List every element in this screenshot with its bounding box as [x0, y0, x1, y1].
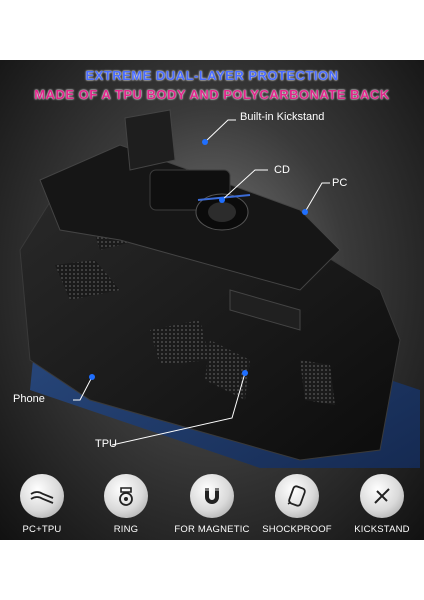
callout-kickstand: Built-in Kickstand: [240, 111, 325, 123]
feature-label: FOR MAGNETIC: [174, 524, 250, 535]
feature-label: KICKSTAND: [354, 524, 410, 535]
headline-line-2: MADE OF A TPU BODY AND POLYCARBONATE BAC…: [34, 87, 390, 102]
feature-magnetic: FOR MAGNETIC: [170, 474, 254, 535]
callout-lines: [73, 119, 330, 446]
callout-cd: CD: [274, 164, 290, 176]
feature-label: RING: [113, 524, 139, 535]
feature-ring: RING: [84, 474, 168, 535]
callout-pc: PC: [332, 177, 348, 189]
magnet-icon: [190, 474, 234, 518]
pc-plate: [39, 109, 341, 331]
callout-dots: [89, 139, 308, 380]
feature-label: PC+TPU: [22, 524, 62, 535]
callout-tpu: TPU: [95, 438, 117, 450]
feature-shockproof: SHOCKPROOF: [255, 474, 339, 535]
feature-kickstand: KICKSTAND: [340, 474, 424, 535]
headline-line-1: EXTREME DUAL-LAYER PROTECTION: [85, 68, 339, 83]
feature-icons-row: PC+TPU RING FOR MAGNETIC: [0, 468, 424, 540]
shockproof-phone-icon: [275, 474, 319, 518]
cd-ring: [195, 193, 251, 231]
ring-icon: [104, 474, 148, 518]
feature-pc-tpu: PC+TPU: [0, 474, 84, 535]
phone-case-exploded-illustration: [19, 109, 420, 468]
feature-label: SHOCKPROOF: [262, 524, 332, 535]
layers-icon: [20, 474, 64, 518]
kickstand-icon: [360, 474, 404, 518]
callout-phone: Phone: [13, 393, 45, 405]
product-banner: EXTREME DUAL-LAYER PROTECTION MADE OF A …: [0, 60, 424, 540]
